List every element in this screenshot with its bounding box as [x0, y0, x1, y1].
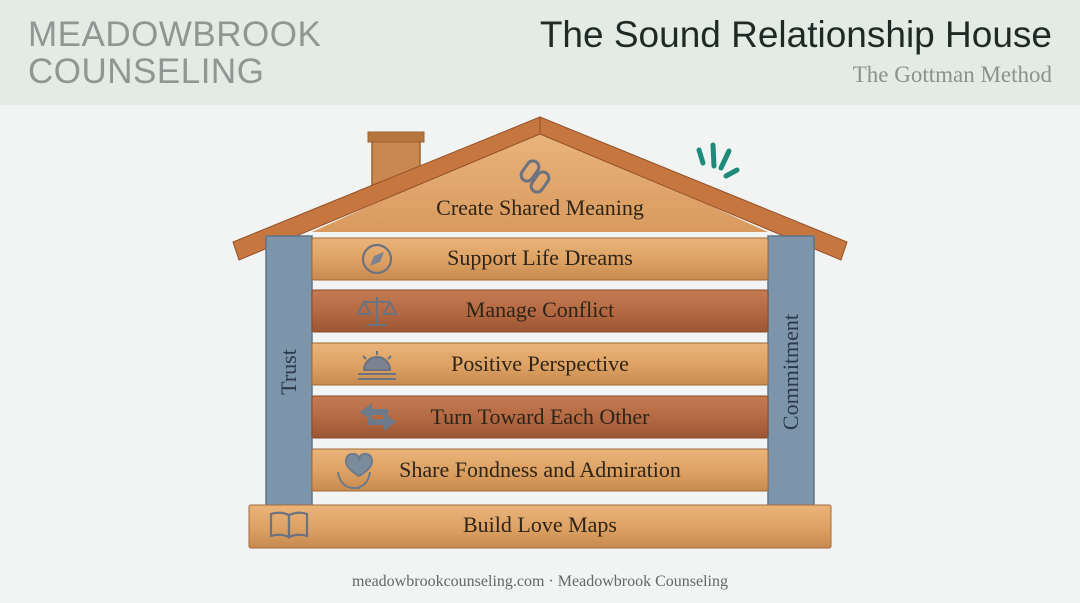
scales-icon: [356, 297, 398, 326]
floor-board-1: [311, 237, 769, 281]
exchange-arrows-icon: [360, 403, 396, 431]
roof-trim-right: [539, 116, 848, 261]
floor-board-4: [311, 395, 769, 439]
floor-label-5: Share Fondness and Admiration: [399, 457, 681, 482]
floor-label-2: Manage Conflict: [465, 297, 615, 322]
foundation-board: [248, 504, 832, 549]
floor-label-4: Turn Toward Each Other: [430, 404, 650, 429]
roof-label: Create Shared Meaning: [436, 195, 644, 220]
brand-line-1: MEADOWBROOK: [28, 15, 322, 54]
roof-gable: [312, 128, 768, 232]
foundation-label: Build Love Maps: [463, 512, 617, 537]
floor-label-1: Support Life Dreams: [447, 245, 633, 270]
chain-link-icon: [519, 159, 551, 194]
open-book-icon: [269, 511, 309, 539]
page-title: The Sound Relationship House: [539, 14, 1052, 55]
brand-logo: MEADOWBROOK COUNSELING: [28, 16, 321, 90]
compass-icon: [361, 243, 393, 275]
sunrise-icon: [358, 351, 396, 380]
brand-line-2: COUNSELING: [28, 52, 265, 91]
chimney-cap: [367, 131, 425, 143]
pillar-label-trust: Trust: [276, 349, 301, 395]
floor-label-3: Positive Perspective: [451, 351, 629, 376]
page-subtitle: The Gottman Method: [852, 62, 1052, 87]
heart-hands-icon: [337, 452, 374, 489]
floor-board-2: [311, 289, 769, 333]
pillar-label-commitment: Commitment: [778, 313, 803, 431]
header-band: MEADOWBROOK COUNSELING The Sound Relatio…: [0, 0, 1080, 105]
accent-spark-icon: [696, 142, 740, 179]
footer-text: meadowbrookcounseling.com · Meadowbrook …: [352, 573, 728, 590]
floor-board-3: [311, 342, 769, 386]
floor-board-5: [311, 448, 769, 492]
